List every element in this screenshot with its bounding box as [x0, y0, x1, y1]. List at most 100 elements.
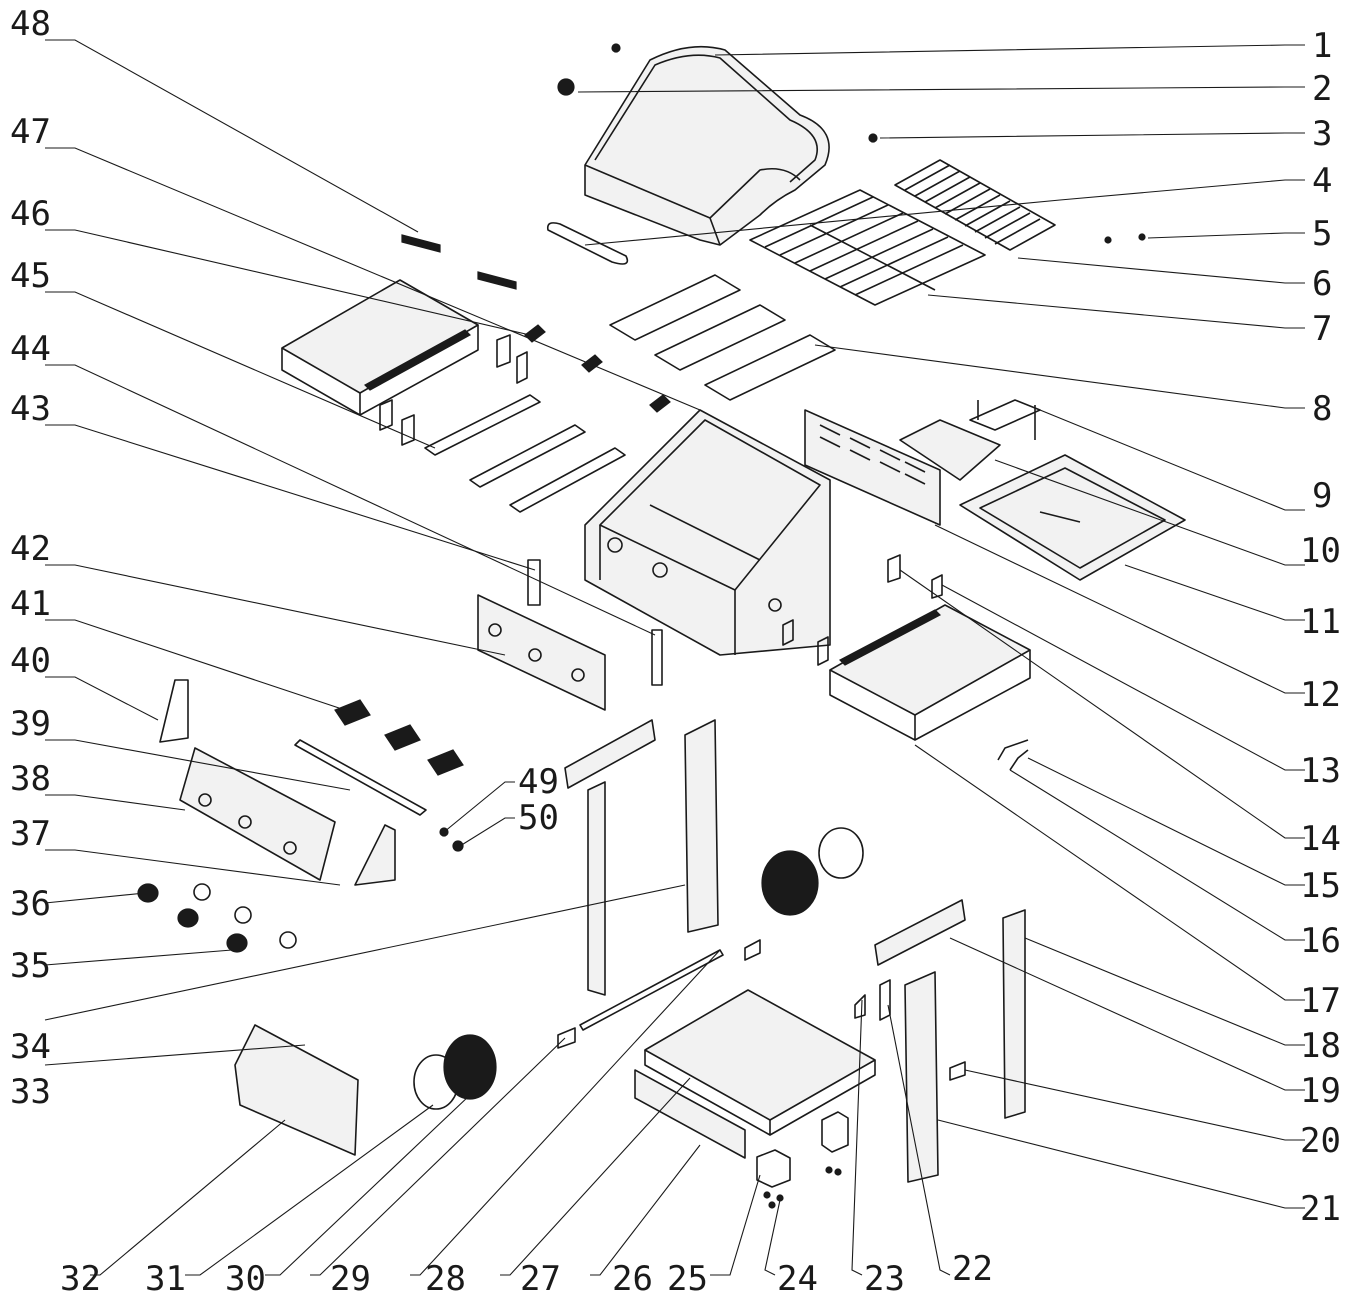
part-bottom-shelf — [644, 989, 876, 1136]
part-hooks — [997, 739, 1029, 771]
callout-24: 24 — [777, 1259, 818, 1298]
callout-30: 30 — [225, 1259, 266, 1298]
callout-31: 31 — [145, 1259, 186, 1298]
callout-40: 40 — [10, 641, 51, 681]
part-bolts — [1104, 233, 1146, 244]
part-left-side-shelf — [281, 234, 517, 416]
callout-4: 4 — [1312, 161, 1332, 201]
callout-2: 2 — [1312, 69, 1332, 109]
part-shelf-side-brackets — [379, 334, 528, 446]
callout-22: 22 — [952, 1249, 993, 1289]
part-front-bar — [634, 1069, 746, 1159]
part-foot-caps — [756, 1111, 849, 1188]
callout-11: 11 — [1300, 602, 1341, 642]
callout-36: 36 — [10, 884, 51, 924]
part-right-front-leg — [904, 971, 939, 1183]
part-grease-tray — [959, 454, 1186, 581]
part-back-panel — [804, 409, 941, 526]
callout-5: 5 — [1312, 214, 1332, 254]
callout-35: 35 — [10, 946, 51, 986]
callout-17: 17 — [1300, 981, 1341, 1021]
part-right-back-leg — [1002, 909, 1026, 1119]
leader-lines — [44, 39, 1305, 1276]
callout-16: 16 — [1300, 921, 1341, 961]
callout-48: 48 — [10, 4, 51, 44]
part-right-side-shelf — [829, 604, 1031, 741]
part-igniter-rod — [294, 739, 427, 816]
part-grease-cup — [899, 419, 1001, 481]
callout-50: 50 — [518, 798, 559, 838]
callout-12: 12 — [1300, 675, 1341, 715]
callout-42: 42 — [10, 529, 51, 569]
callout-10: 10 — [1300, 531, 1341, 571]
part-lid — [584, 45, 830, 246]
part-bracket-40 — [159, 679, 189, 743]
callout-39: 39 — [10, 704, 51, 744]
callout-38: 38 — [10, 759, 51, 799]
part-lid-screw — [611, 43, 621, 53]
callout-25: 25 — [667, 1259, 708, 1298]
part-brackets-46-47 — [524, 324, 671, 413]
callout-9: 9 — [1312, 476, 1332, 516]
part-nuts — [763, 1166, 842, 1209]
callout-13: 13 — [1300, 751, 1341, 791]
callout-33: 33 — [10, 1072, 51, 1112]
part-manifold — [477, 559, 663, 711]
callout-19: 19 — [1300, 1071, 1341, 1111]
part-cross-brace-right — [874, 899, 966, 966]
part-wheel-upper — [761, 827, 864, 916]
part-valves — [334, 699, 464, 776]
callout-45: 45 — [10, 256, 51, 296]
callout-41: 41 — [10, 584, 51, 624]
part-shelf-brackets — [782, 619, 829, 666]
part-brackets-13-14 — [887, 554, 943, 599]
callout-43: 43 — [10, 389, 51, 429]
part-left-back-leg — [684, 719, 719, 933]
part-cooking-grate — [749, 189, 986, 306]
part-burners — [424, 394, 626, 513]
part-lid-handle — [546, 222, 629, 265]
callout-14: 14 — [1300, 819, 1341, 859]
part-thermometer — [557, 78, 575, 96]
callout-1: 1 — [1312, 26, 1332, 66]
callout-37: 37 — [10, 814, 51, 854]
callout-27: 27 — [520, 1259, 561, 1298]
callout-47: 47 — [10, 112, 51, 152]
part-axle — [579, 949, 724, 1031]
callout-8: 8 — [1312, 389, 1332, 429]
part-cross-brace — [564, 719, 656, 789]
callout-18: 18 — [1300, 1026, 1341, 1066]
part-bracket-9 — [969, 399, 1041, 440]
part-clip-20 — [949, 1061, 966, 1081]
callout-20: 20 — [1300, 1121, 1341, 1161]
callout-15: 15 — [1300, 866, 1341, 906]
callout-6: 6 — [1312, 264, 1332, 304]
part-heat-tents — [609, 274, 836, 401]
callout-28: 28 — [425, 1259, 466, 1298]
part-left-front-leg — [587, 781, 606, 996]
callout-numbers: 1 2 3 4 5 6 7 8 9 10 11 12 13 14 15 16 1… — [10, 4, 1341, 1298]
callout-26: 26 — [612, 1259, 653, 1298]
part-storage-bin — [234, 1024, 359, 1156]
callout-34: 34 — [10, 1027, 51, 1067]
part-bracket-37 — [354, 824, 396, 886]
callout-3: 3 — [1312, 114, 1332, 154]
callout-7: 7 — [1312, 309, 1332, 349]
part-brackets-22-23 — [854, 979, 891, 1021]
parts-group — [137, 43, 1186, 1209]
callout-49: 49 — [518, 762, 559, 802]
callout-32: 32 — [60, 1259, 101, 1298]
callout-21: 21 — [1300, 1189, 1341, 1229]
callout-46: 46 — [10, 194, 51, 234]
part-50 — [452, 840, 464, 852]
callout-23: 23 — [864, 1259, 905, 1298]
part-screw-3 — [868, 133, 878, 143]
part-warming-rack — [894, 159, 1056, 251]
part-knobs — [137, 883, 297, 953]
part-control-panel — [179, 747, 336, 881]
part-firebox — [584, 409, 831, 656]
part-wheel-lower — [413, 1034, 497, 1110]
part-axle-clips — [557, 939, 761, 1049]
callout-44: 44 — [10, 329, 51, 369]
